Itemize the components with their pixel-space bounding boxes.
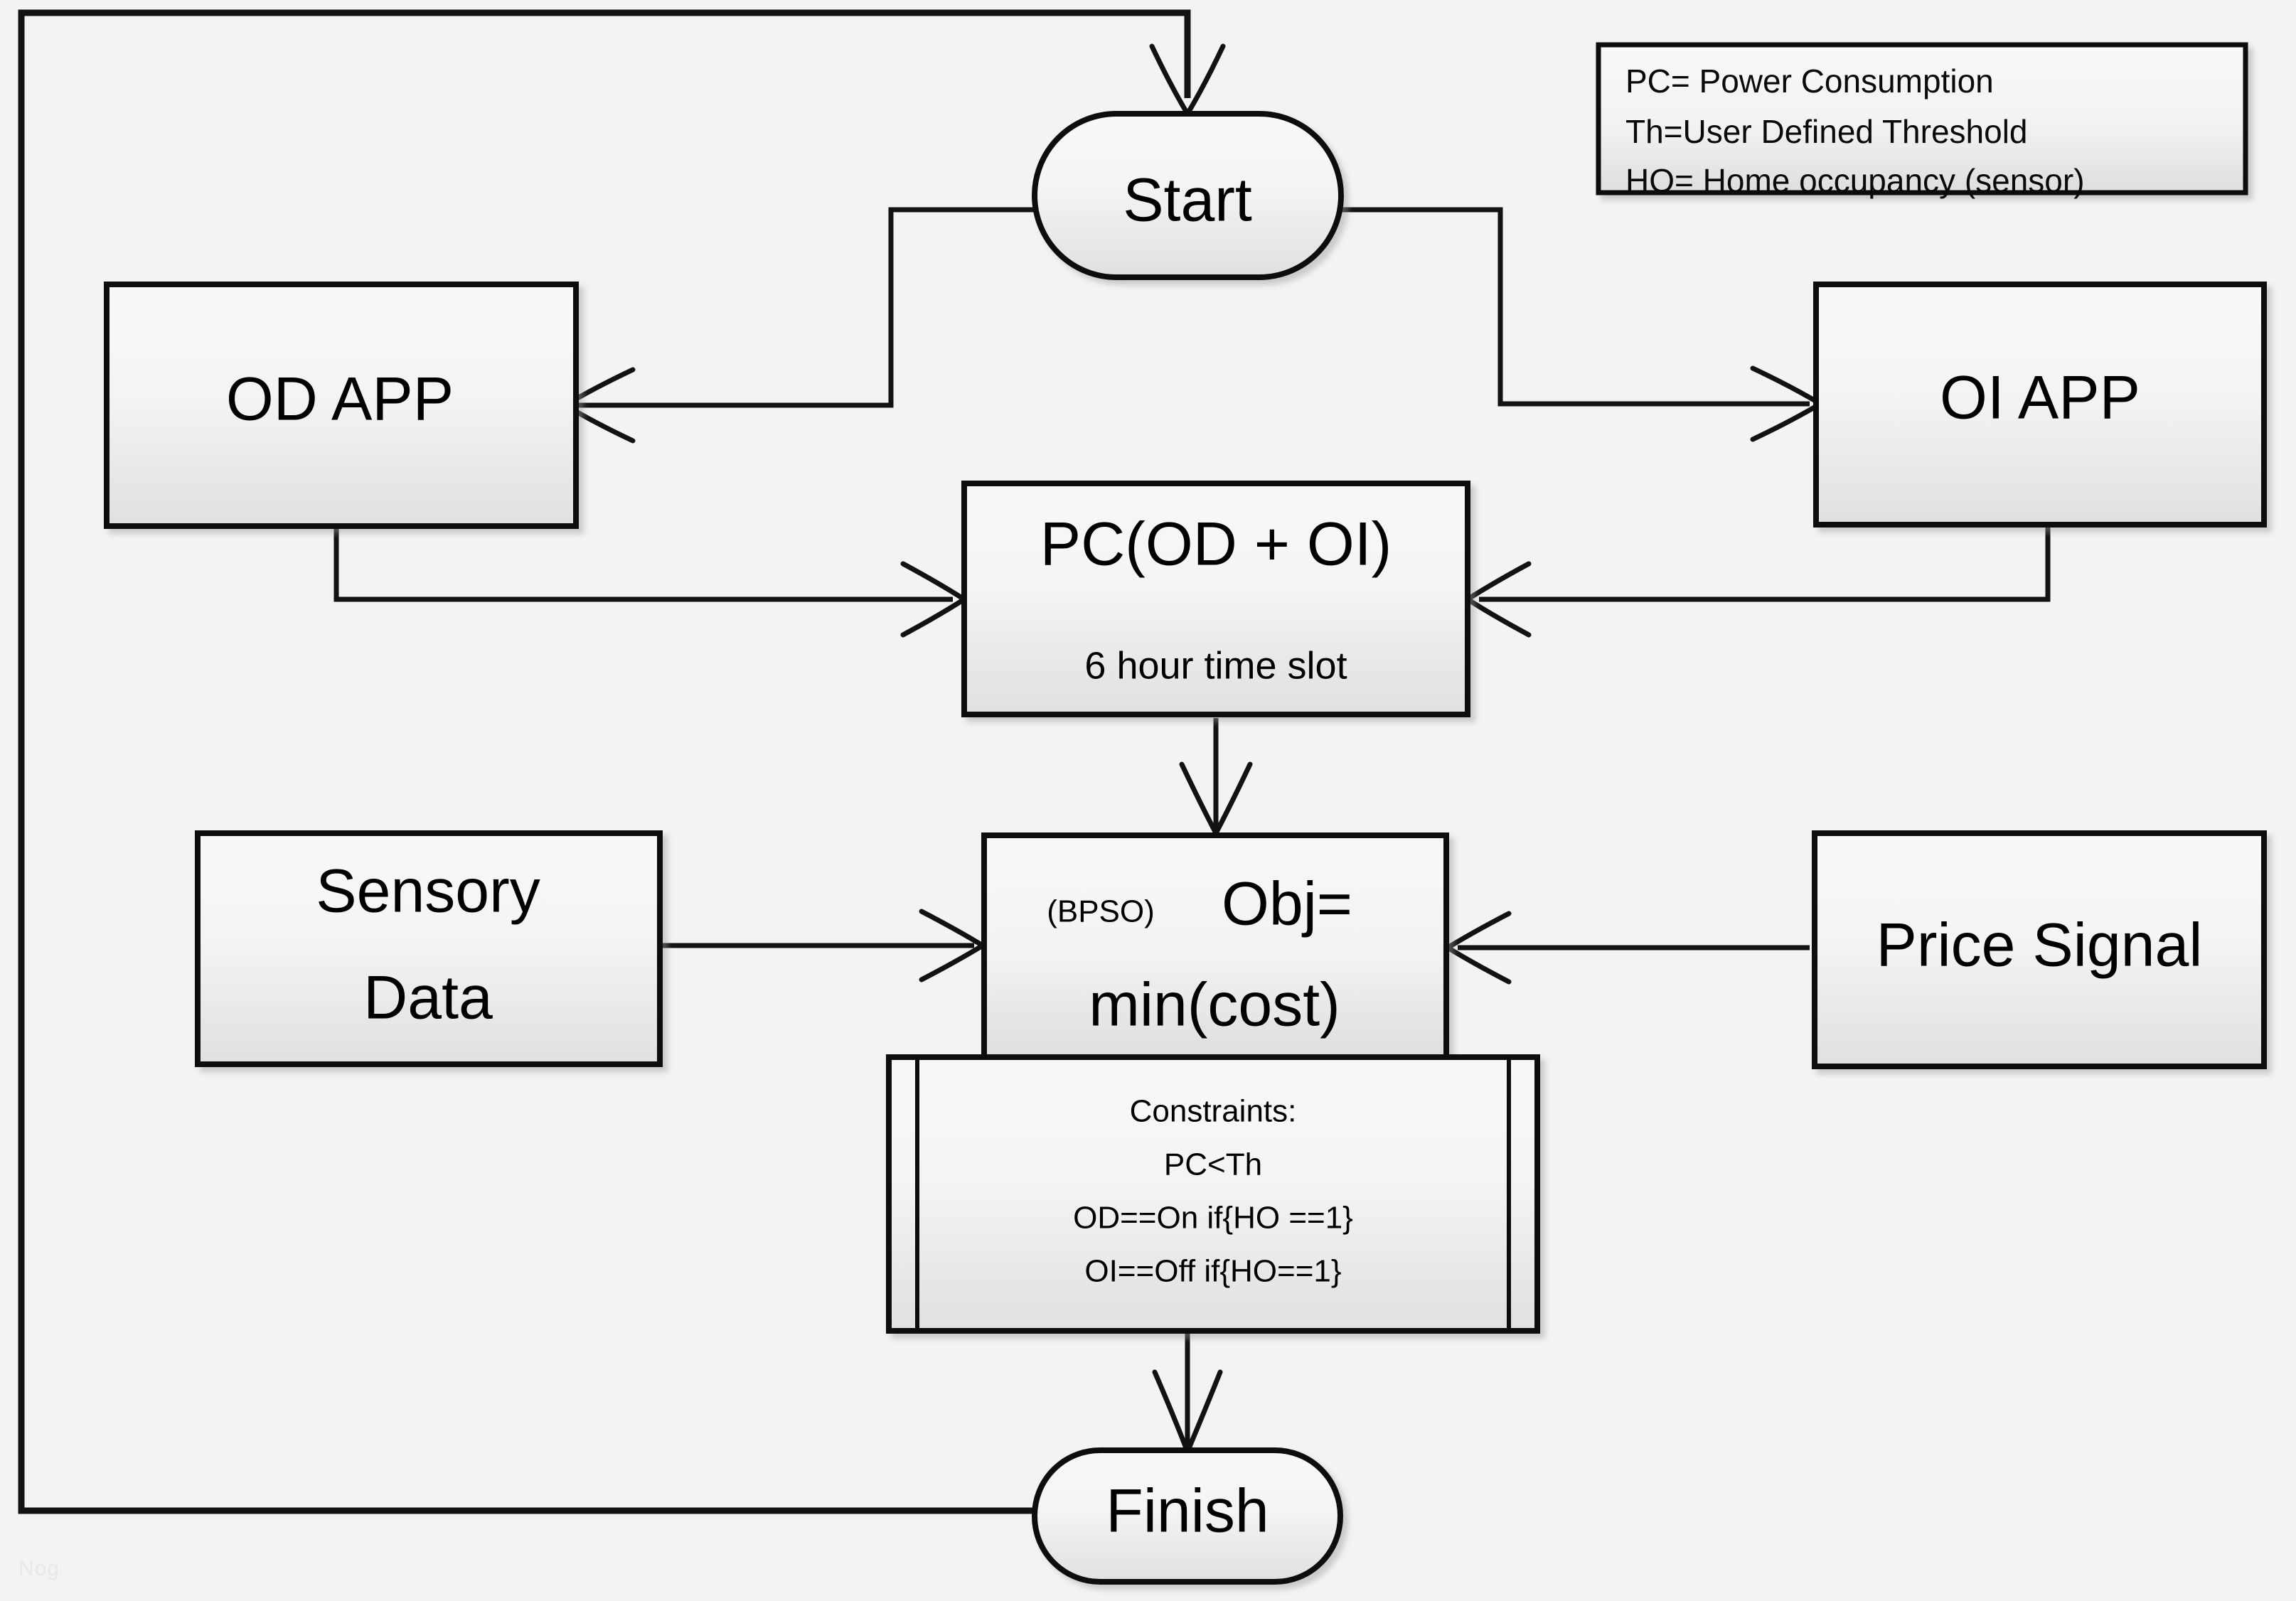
legend-line-0: PC= Power Consumption — [1625, 63, 1994, 100]
sensory-data-shape — [195, 830, 663, 1067]
node-sensory-data[interactable]: Sensory Data — [195, 830, 663, 1067]
edge-constraints-to-finish — [1152, 1331, 1223, 1455]
edge-start-to-oi-app — [1341, 207, 1823, 442]
oi-app-shape — [1813, 282, 2267, 528]
edge-start-to-od-app — [562, 207, 1035, 444]
oi-app-label: OI APP — [1940, 364, 2140, 432]
price-signal-label: Price Signal — [1876, 911, 2203, 980]
finish-label: Finish — [1106, 1477, 1269, 1546]
node-power-consumption[interactable]: PC(OD + OI) 6 hour time slot — [961, 481, 1470, 717]
start-shape — [1032, 111, 1344, 280]
objective-prefix: (BPSO) — [1047, 894, 1155, 929]
constraints-line-1: PC<Th — [1164, 1147, 1262, 1182]
edge-pc-to-objective — [1179, 718, 1253, 836]
sensory-data-label-line1: Sensory — [316, 857, 540, 926]
power-consumption-label: PC(OD + OI) — [1040, 510, 1392, 579]
node-price-signal[interactable]: Price Signal — [1812, 830, 2267, 1069]
edge-price-to-objective — [1445, 911, 1810, 985]
objective-label-line2: min(cost) — [1089, 971, 1340, 1039]
start-label: Start — [1123, 166, 1252, 235]
node-constraints[interactable]: Constraints: PC<Th OD==On if{HO ==1} OI=… — [886, 1054, 1540, 1334]
price-signal-shape — [1812, 830, 2267, 1069]
legend-box: PC= Power Consumption Th=User Defined Th… — [1596, 42, 2248, 199]
arrowhead-into-start — [1149, 43, 1226, 117]
legend-shape — [1596, 42, 2248, 196]
od-app-label: OD APP — [226, 365, 454, 434]
objective-label-line1: Obj= — [1222, 870, 1352, 938]
sensory-data-label-line2: Data — [363, 964, 493, 1032]
od-app-shape — [104, 282, 579, 529]
node-oi-app[interactable]: OI APP — [1813, 282, 2267, 528]
power-consumption-shape — [961, 481, 1470, 717]
node-objective[interactable]: (BPSO) Obj= min(cost) — [981, 832, 1449, 1060]
constraints-line-2: OD==On if{HO ==1} — [1073, 1201, 1353, 1236]
constraints-line-0: Constraints: — [1130, 1094, 1297, 1129]
power-consumption-sublabel: 6 hour time slot — [1084, 644, 1347, 687]
edge-sensory-to-objective — [661, 909, 986, 982]
edge-oi-app-to-pc — [1465, 525, 2051, 638]
watermark: Nog — [18, 1557, 60, 1580]
constraints-line-3: OI==Off if{HO==1} — [1084, 1254, 1341, 1289]
node-finish[interactable]: Finish — [1032, 1447, 1343, 1585]
legend-line-2: HO= Home occupancy (sensor) — [1625, 162, 2085, 199]
finish-shape — [1032, 1447, 1343, 1585]
node-od-app[interactable]: OD APP — [104, 282, 579, 529]
objective-shape — [981, 832, 1449, 1060]
legend-line-1: Th=User Defined Threshold — [1625, 113, 2028, 150]
edge-od-app-to-pc — [333, 526, 967, 638]
edge-finish-to-start-loop — [18, 9, 1191, 1514]
node-start[interactable]: Start — [1032, 111, 1344, 280]
constraints-shape — [886, 1054, 1540, 1334]
